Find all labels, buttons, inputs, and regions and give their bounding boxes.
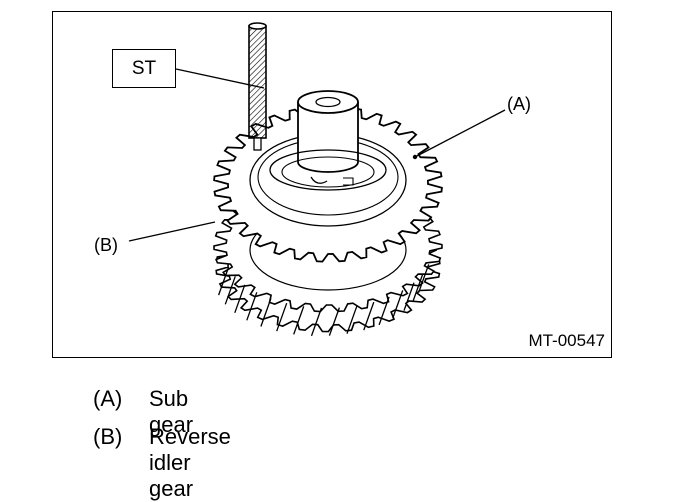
special-tool-label-box: ST bbox=[112, 49, 176, 88]
legend-text: Reverse idler gear bbox=[149, 424, 231, 501]
special-tool-pin-drawing bbox=[248, 22, 267, 151]
gear-shaft-drawing bbox=[269, 90, 387, 191]
figure-panel: ST (A) (B) MT-00547 bbox=[52, 11, 612, 358]
callout-b-label: (B) bbox=[94, 235, 118, 255]
figure-code: MT-00547 bbox=[528, 331, 605, 350]
special-tool-label: ST bbox=[131, 57, 157, 79]
callout-a-label: (A) bbox=[507, 94, 531, 114]
legend-text: Sub gear bbox=[149, 386, 194, 437]
leader-lines bbox=[128, 68, 506, 242]
legend-key: (B) bbox=[93, 424, 123, 449]
gear-assembly-illustration bbox=[128, 22, 506, 337]
legend-key: (A) bbox=[93, 386, 123, 411]
